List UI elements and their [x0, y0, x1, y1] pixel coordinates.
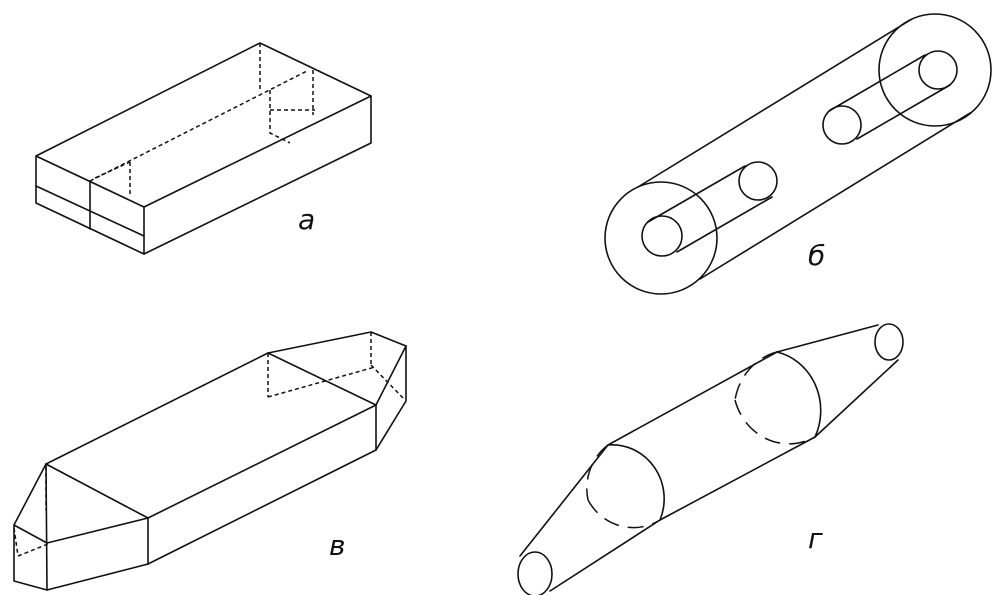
- figure-b-label: б: [808, 239, 825, 272]
- figure-v-hexagonal-prism: в: [13, 331, 407, 591]
- figure-b-cylinder-assembly: б: [604, 13, 992, 295]
- figure-a-label: а: [298, 203, 315, 236]
- figure-a-rectangular-duct: а: [35, 42, 372, 255]
- figure-v-label: в: [329, 529, 346, 562]
- figure-g-double-cone: г: [517, 323, 904, 595]
- figure-g-label: г: [808, 522, 823, 555]
